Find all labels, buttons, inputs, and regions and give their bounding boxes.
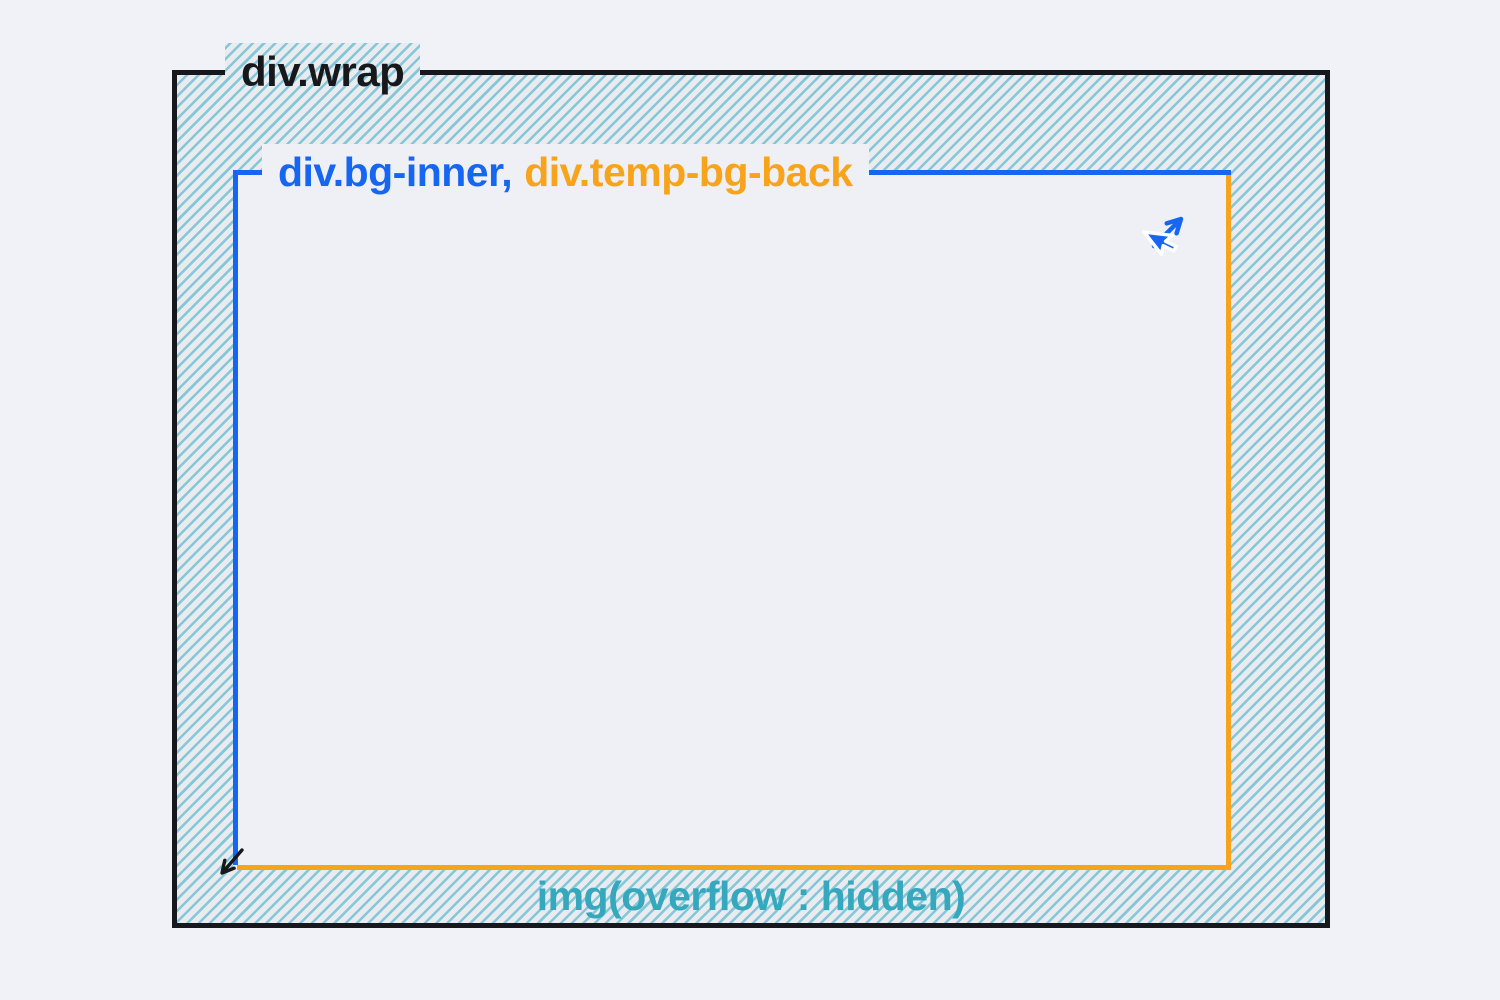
inner-right-border-line <box>1226 175 1231 870</box>
inner-label-temp-bg-back: div.temp-bg-back <box>524 149 853 195</box>
resize-cursor-icon <box>1142 216 1184 257</box>
pointer-cursor-icon <box>1142 230 1178 257</box>
shrink-corner-arrow-icon <box>220 848 244 875</box>
inner-label-bg-inner: div.bg-inner, <box>278 149 513 195</box>
inner-left-border-line <box>233 170 238 865</box>
inner-box <box>233 170 1231 870</box>
inner-label: div.bg-inner,div.temp-bg-back <box>262 144 869 200</box>
wrap-label: div.wrap <box>225 43 421 100</box>
inner-bottom-border-line <box>237 865 1231 870</box>
overflow-hidden-label: img(overflow : hidden) <box>536 873 966 919</box>
